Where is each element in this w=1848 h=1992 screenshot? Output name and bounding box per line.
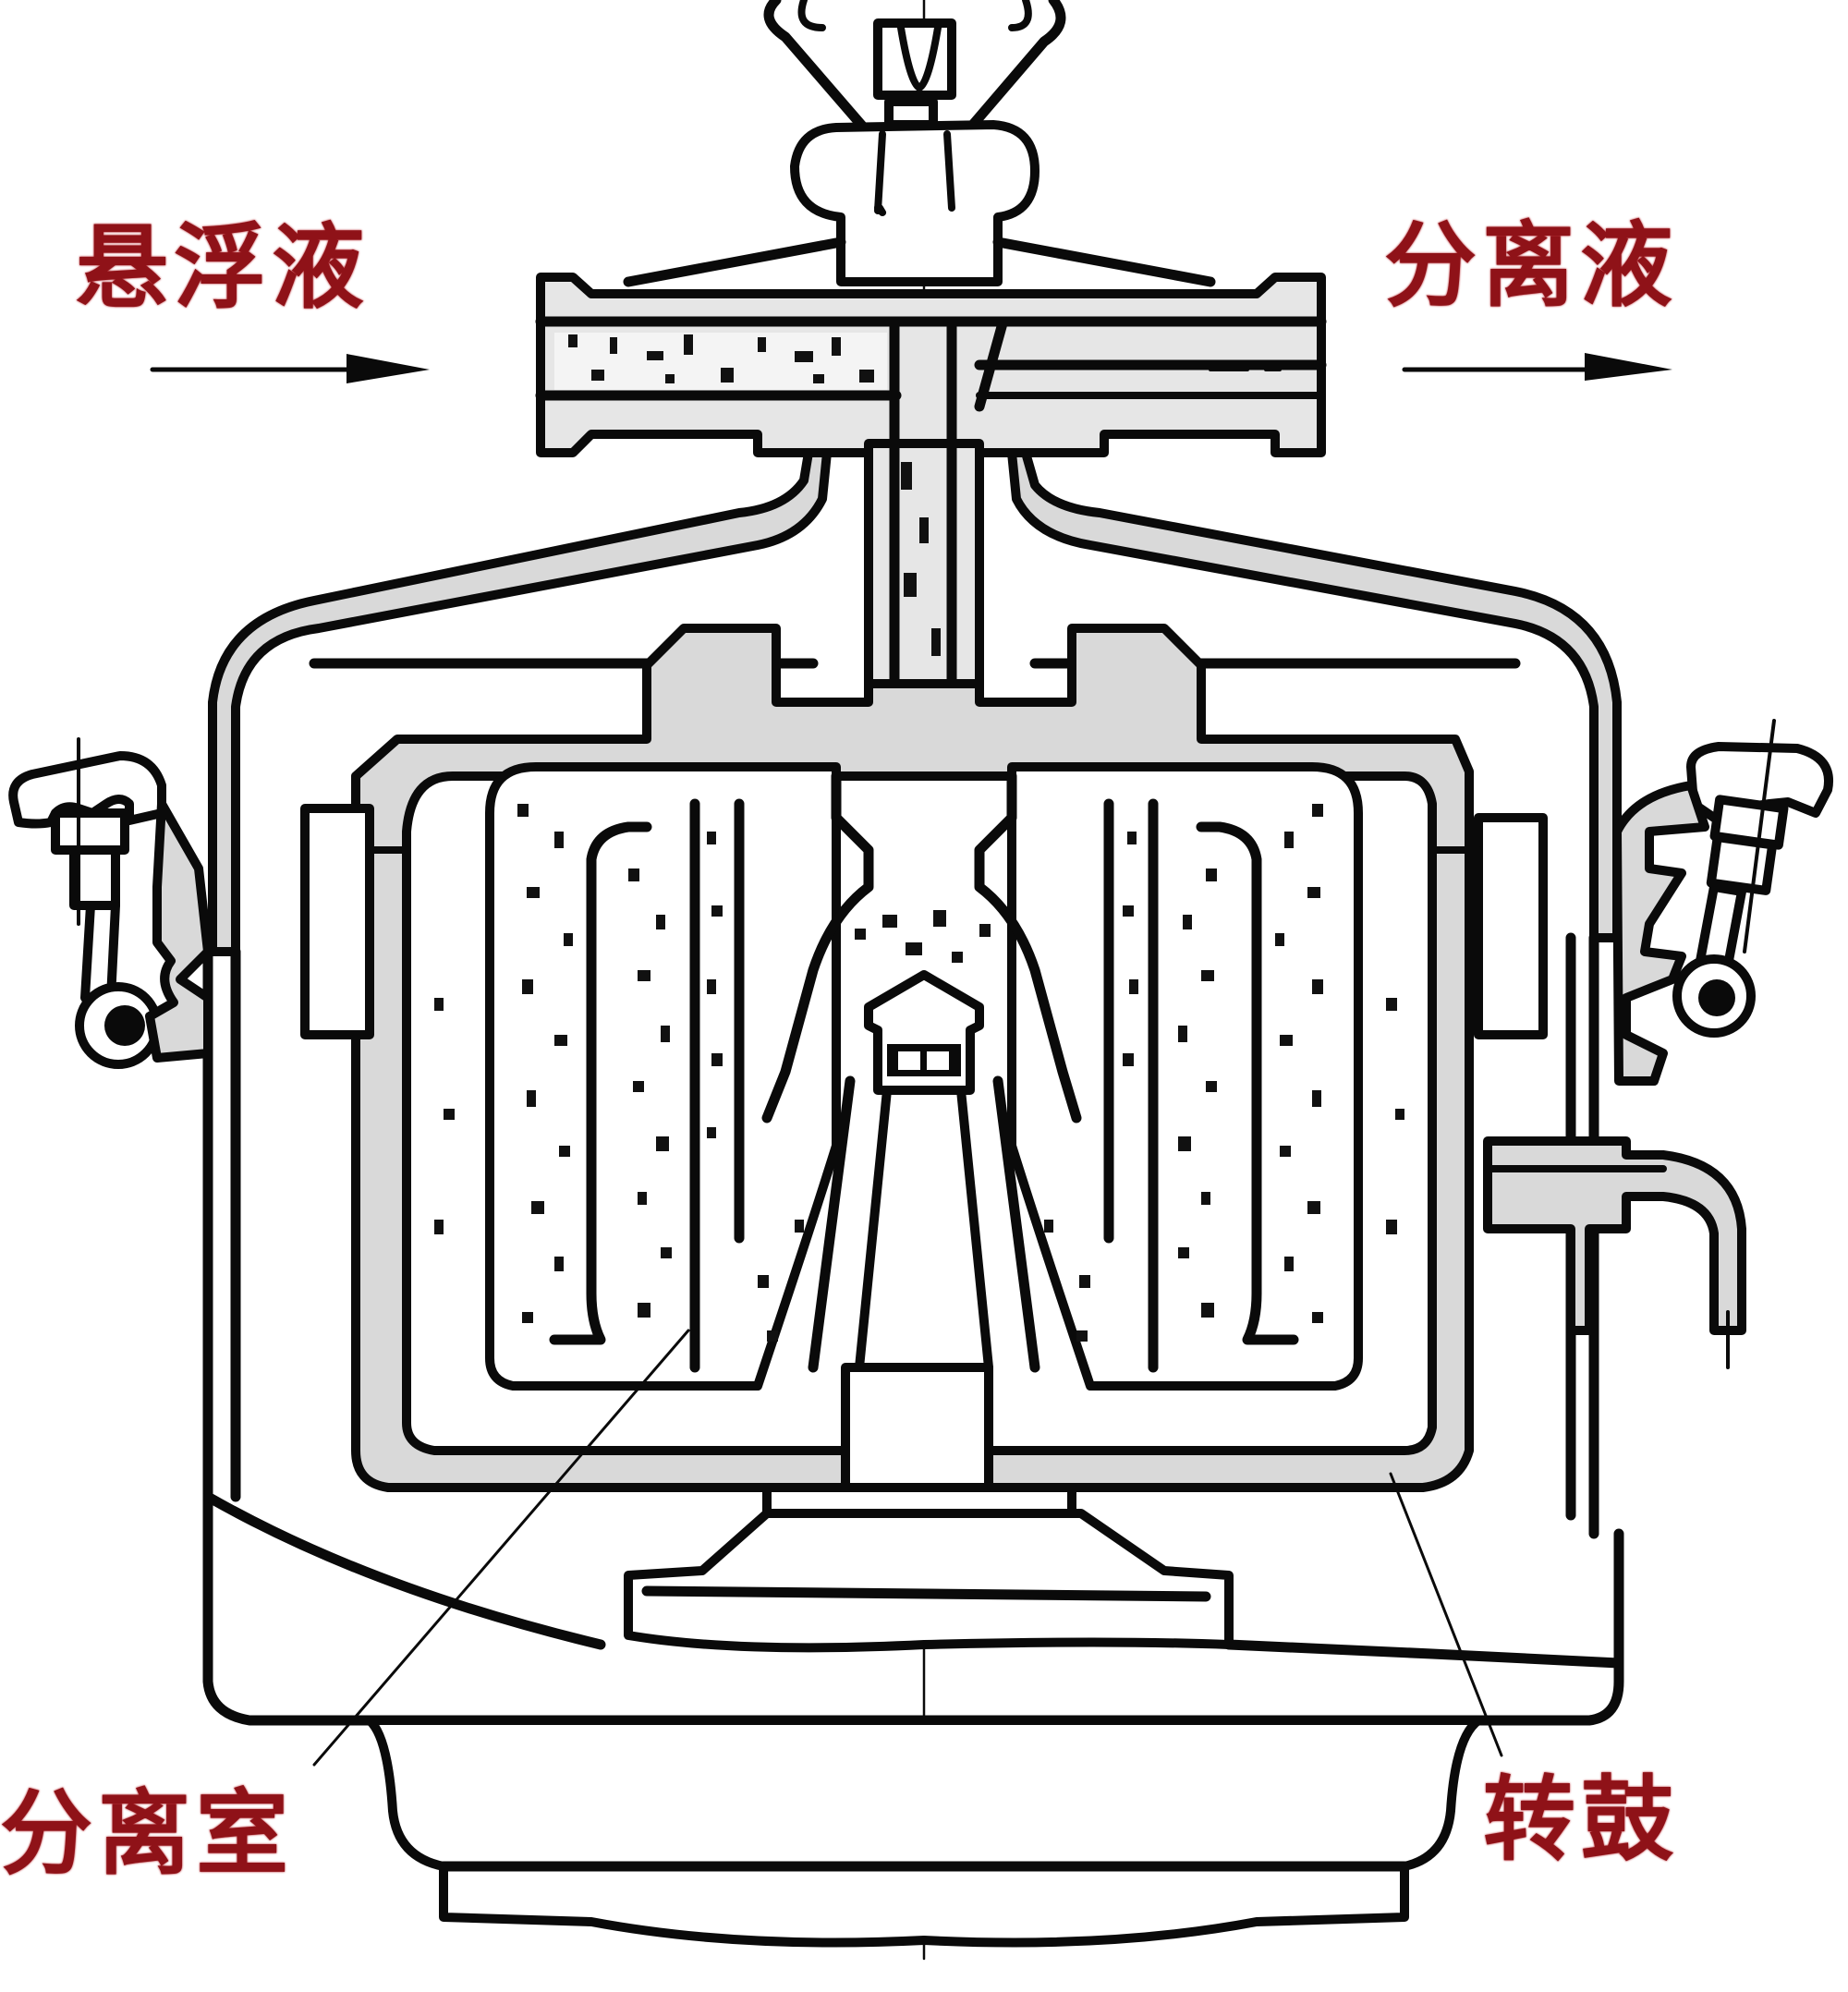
- discharge-spout: [1483, 1136, 1746, 1369]
- separation-chamber-right: [1007, 762, 1363, 1391]
- distributor-hub: [761, 771, 1082, 1373]
- separation-chamber-left: [485, 762, 841, 1391]
- label-separation-chamber: 分离室: [0, 1779, 294, 1888]
- right-clamp-handle[interactable]: [1612, 719, 1833, 1086]
- label-suspension-inlet: 悬浮液: [76, 213, 370, 322]
- spindle-base: [202, 1363, 1624, 1948]
- feed-head: [623, 120, 1216, 287]
- inlet-arrow: [150, 354, 430, 383]
- feed-pipe: [535, 273, 1327, 457]
- label-separated-liquid-outlet: 分离液: [1384, 212, 1678, 320]
- separation-chamber-leader: [312, 1329, 690, 1767]
- drum-leader: [1389, 1472, 1503, 1757]
- left-clamp-handle[interactable]: [8, 737, 213, 1069]
- suspension-particles-pipe: [568, 334, 874, 383]
- label-drum: 转鼓: [1483, 1766, 1679, 1874]
- outlet-arrow: [1209, 353, 1672, 381]
- chamber-particles: [434, 804, 1404, 1342]
- top-handwheel: [763, 0, 1066, 144]
